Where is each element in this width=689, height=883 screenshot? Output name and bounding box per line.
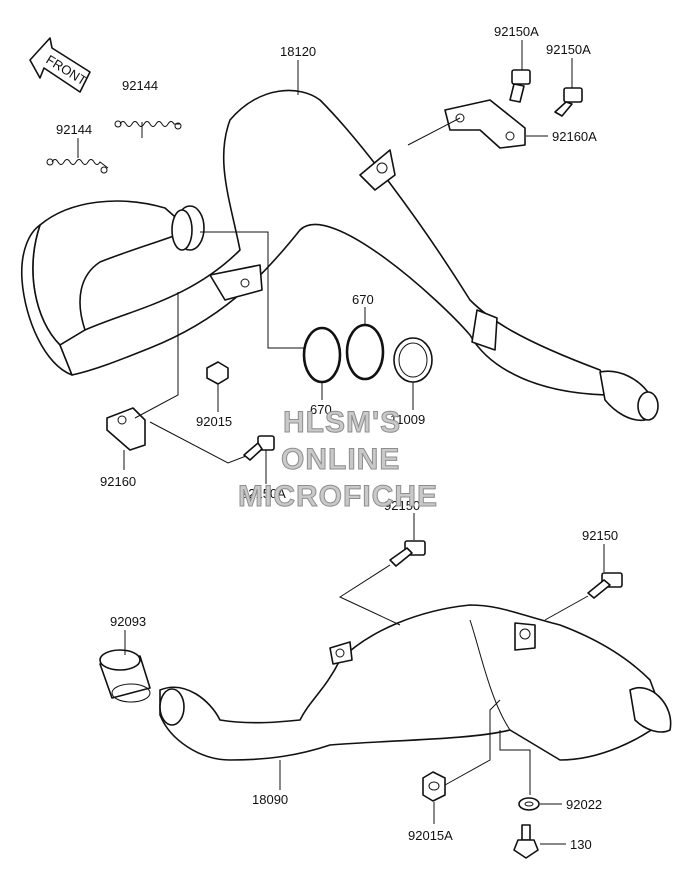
label-18120: 18120 bbox=[280, 44, 316, 59]
label-92022: 92022 bbox=[566, 797, 602, 812]
bolt-92150A-upper bbox=[509, 69, 531, 103]
watermark-line-2: ONLINE bbox=[281, 443, 400, 476]
label-92015A: 92015A bbox=[408, 828, 453, 843]
watermark-line-3: MICROFICHE bbox=[238, 480, 438, 513]
label-92150A-top: 92150A bbox=[494, 24, 539, 39]
o-ring-670-right bbox=[345, 323, 385, 381]
label-92160A: 92160A bbox=[552, 129, 597, 144]
bolt-92150A-right bbox=[554, 87, 583, 117]
label-92150-right: 92150 bbox=[582, 528, 618, 543]
label-92015: 92015 bbox=[196, 414, 232, 429]
nut-92015A bbox=[422, 771, 446, 802]
label-18090: 18090 bbox=[252, 792, 288, 807]
label-92144-upper: 92144 bbox=[122, 78, 158, 93]
gasket-11009 bbox=[393, 337, 433, 383]
label-92150-left: 92150 bbox=[384, 498, 420, 513]
label-92093: 92093 bbox=[110, 614, 146, 629]
label-11009: 11009 bbox=[390, 412, 425, 427]
silencer bbox=[159, 604, 672, 761]
label-130: 130 bbox=[570, 837, 592, 852]
label-92144-lower: 92144 bbox=[56, 122, 92, 137]
bolt-92150-left bbox=[389, 540, 426, 567]
collar-92093 bbox=[99, 649, 151, 703]
spring-lower bbox=[46, 158, 109, 174]
leader-lines bbox=[77, 40, 605, 845]
label-670-top: 670 bbox=[352, 292, 374, 307]
nut-92015 bbox=[206, 361, 229, 385]
part-labels: 18120 92150A 92150A 92160A 92144 92144 6… bbox=[56, 24, 618, 852]
bolt-92150A-lower bbox=[243, 435, 275, 461]
front-arrow: FRONT bbox=[29, 37, 91, 93]
label-92160: 92160 bbox=[100, 474, 136, 489]
spring-upper bbox=[114, 120, 182, 130]
washer-92022 bbox=[518, 797, 540, 811]
watermark: HLSM'S ONLINE MICROFICHE bbox=[238, 406, 438, 514]
bracket-92160A bbox=[444, 99, 526, 149]
o-ring-670-left bbox=[302, 326, 342, 384]
bracket-92160 bbox=[106, 407, 146, 451]
label-92150A-bottom: 92150A bbox=[241, 486, 286, 501]
label-92150A-right: 92150A bbox=[546, 42, 591, 57]
bolt-92150-right bbox=[587, 572, 623, 599]
bolt-130 bbox=[513, 824, 539, 859]
label-670-bottom: 670 bbox=[310, 402, 332, 417]
watermark-line-1: HLSM'S bbox=[283, 406, 401, 439]
expansion-chamber bbox=[20, 89, 659, 422]
